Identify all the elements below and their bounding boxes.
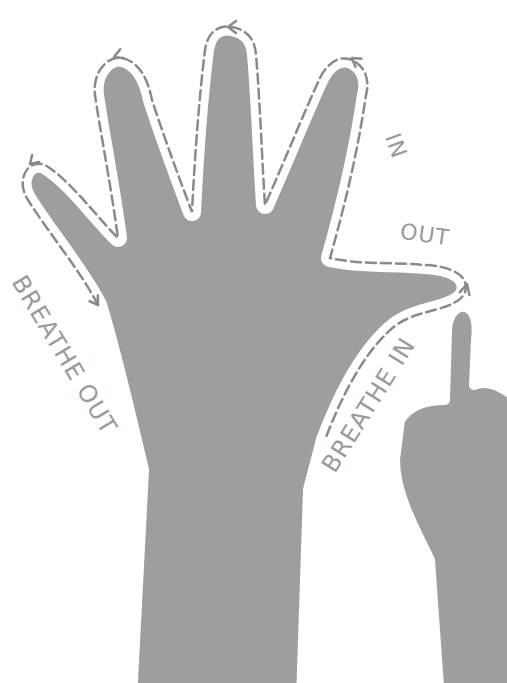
arrow-head xyxy=(228,21,236,33)
instruction-label: OUT xyxy=(399,221,451,250)
arrow-head xyxy=(114,49,124,58)
direction-arrows xyxy=(30,21,469,305)
open-hand xyxy=(23,27,466,683)
instruction-label: IN xyxy=(380,131,409,162)
arrow-head xyxy=(460,284,470,295)
arrow-head xyxy=(89,296,98,305)
arrow-head xyxy=(30,155,39,164)
arrow-head xyxy=(352,58,361,67)
pointing-hand xyxy=(395,307,507,683)
